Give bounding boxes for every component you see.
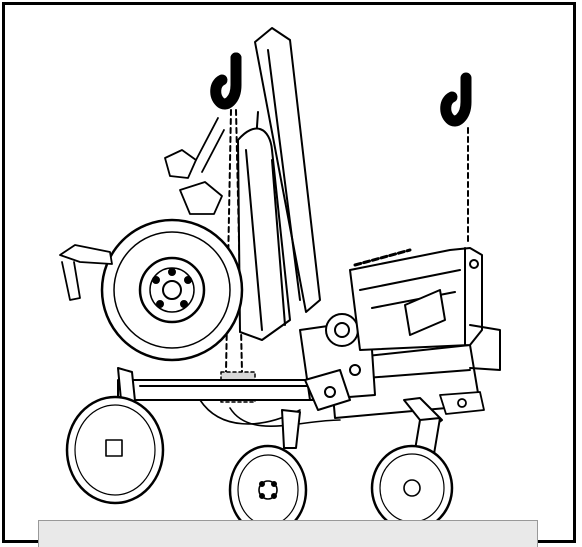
left-side-marker-chain	[59, 244, 113, 301]
ground-strip	[38, 520, 538, 547]
right-crane-hook-icon	[440, 72, 472, 127]
upper-left-bracket	[164, 117, 225, 215]
transport-wheel	[100, 218, 244, 362]
left-crane-hook-icon	[210, 52, 242, 110]
right-lower-linkage	[439, 391, 485, 415]
right-press-wheel	[370, 397, 454, 532]
left-disc-coulter	[65, 367, 165, 505]
right-frame-block	[349, 247, 501, 371]
top-rail	[353, 248, 412, 267]
central-hitch-assembly	[299, 313, 376, 411]
center-disc-coulter	[228, 409, 308, 536]
folded-frame	[237, 127, 291, 341]
